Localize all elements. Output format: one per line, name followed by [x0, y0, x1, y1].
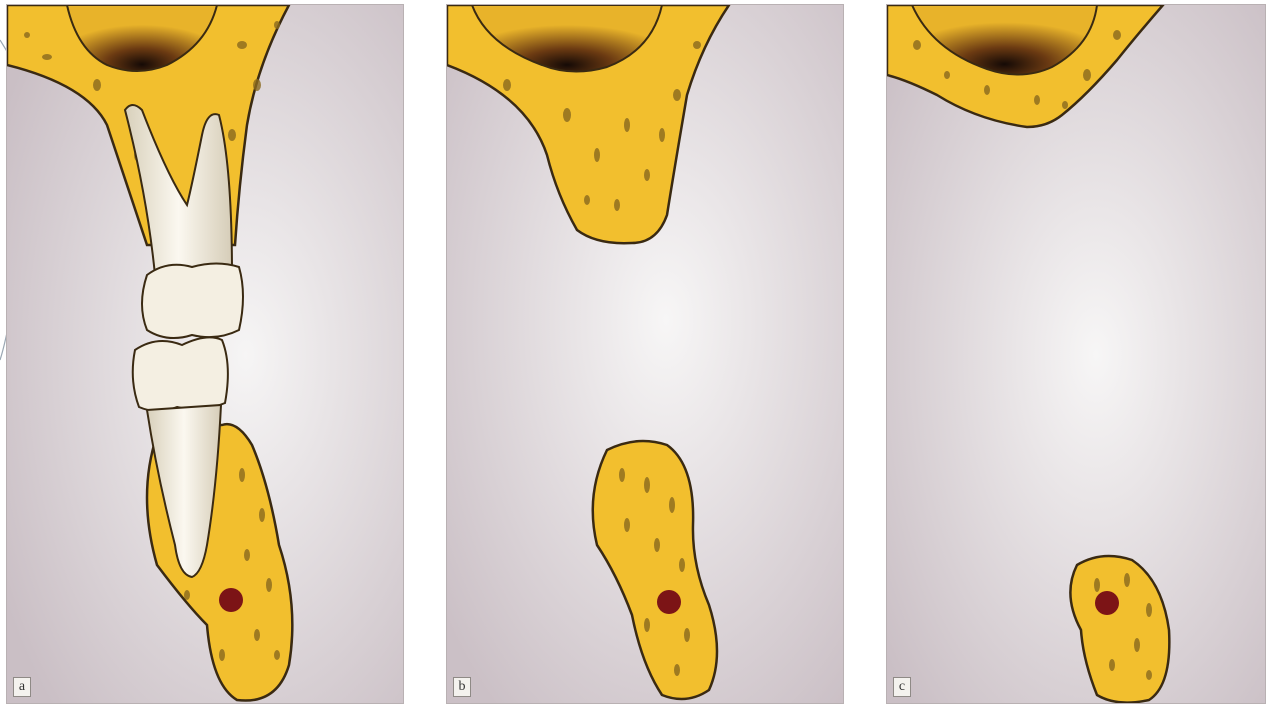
panel-a: a — [6, 4, 404, 704]
panel-c: c — [886, 4, 1266, 704]
lower-crown — [133, 337, 228, 411]
panel-b: b — [446, 4, 844, 704]
panel-label-b: b — [453, 677, 471, 697]
nerve-canal — [219, 588, 243, 612]
panel-a-illustration — [7, 5, 404, 704]
panel-c-illustration — [887, 5, 1266, 704]
panel-b-illustration — [447, 5, 844, 704]
nerve-canal — [657, 590, 681, 614]
nerve-canal — [1095, 591, 1119, 615]
upper-crown — [142, 264, 243, 339]
panel-label-a: a — [13, 677, 31, 697]
panel-label-c: c — [893, 677, 911, 697]
